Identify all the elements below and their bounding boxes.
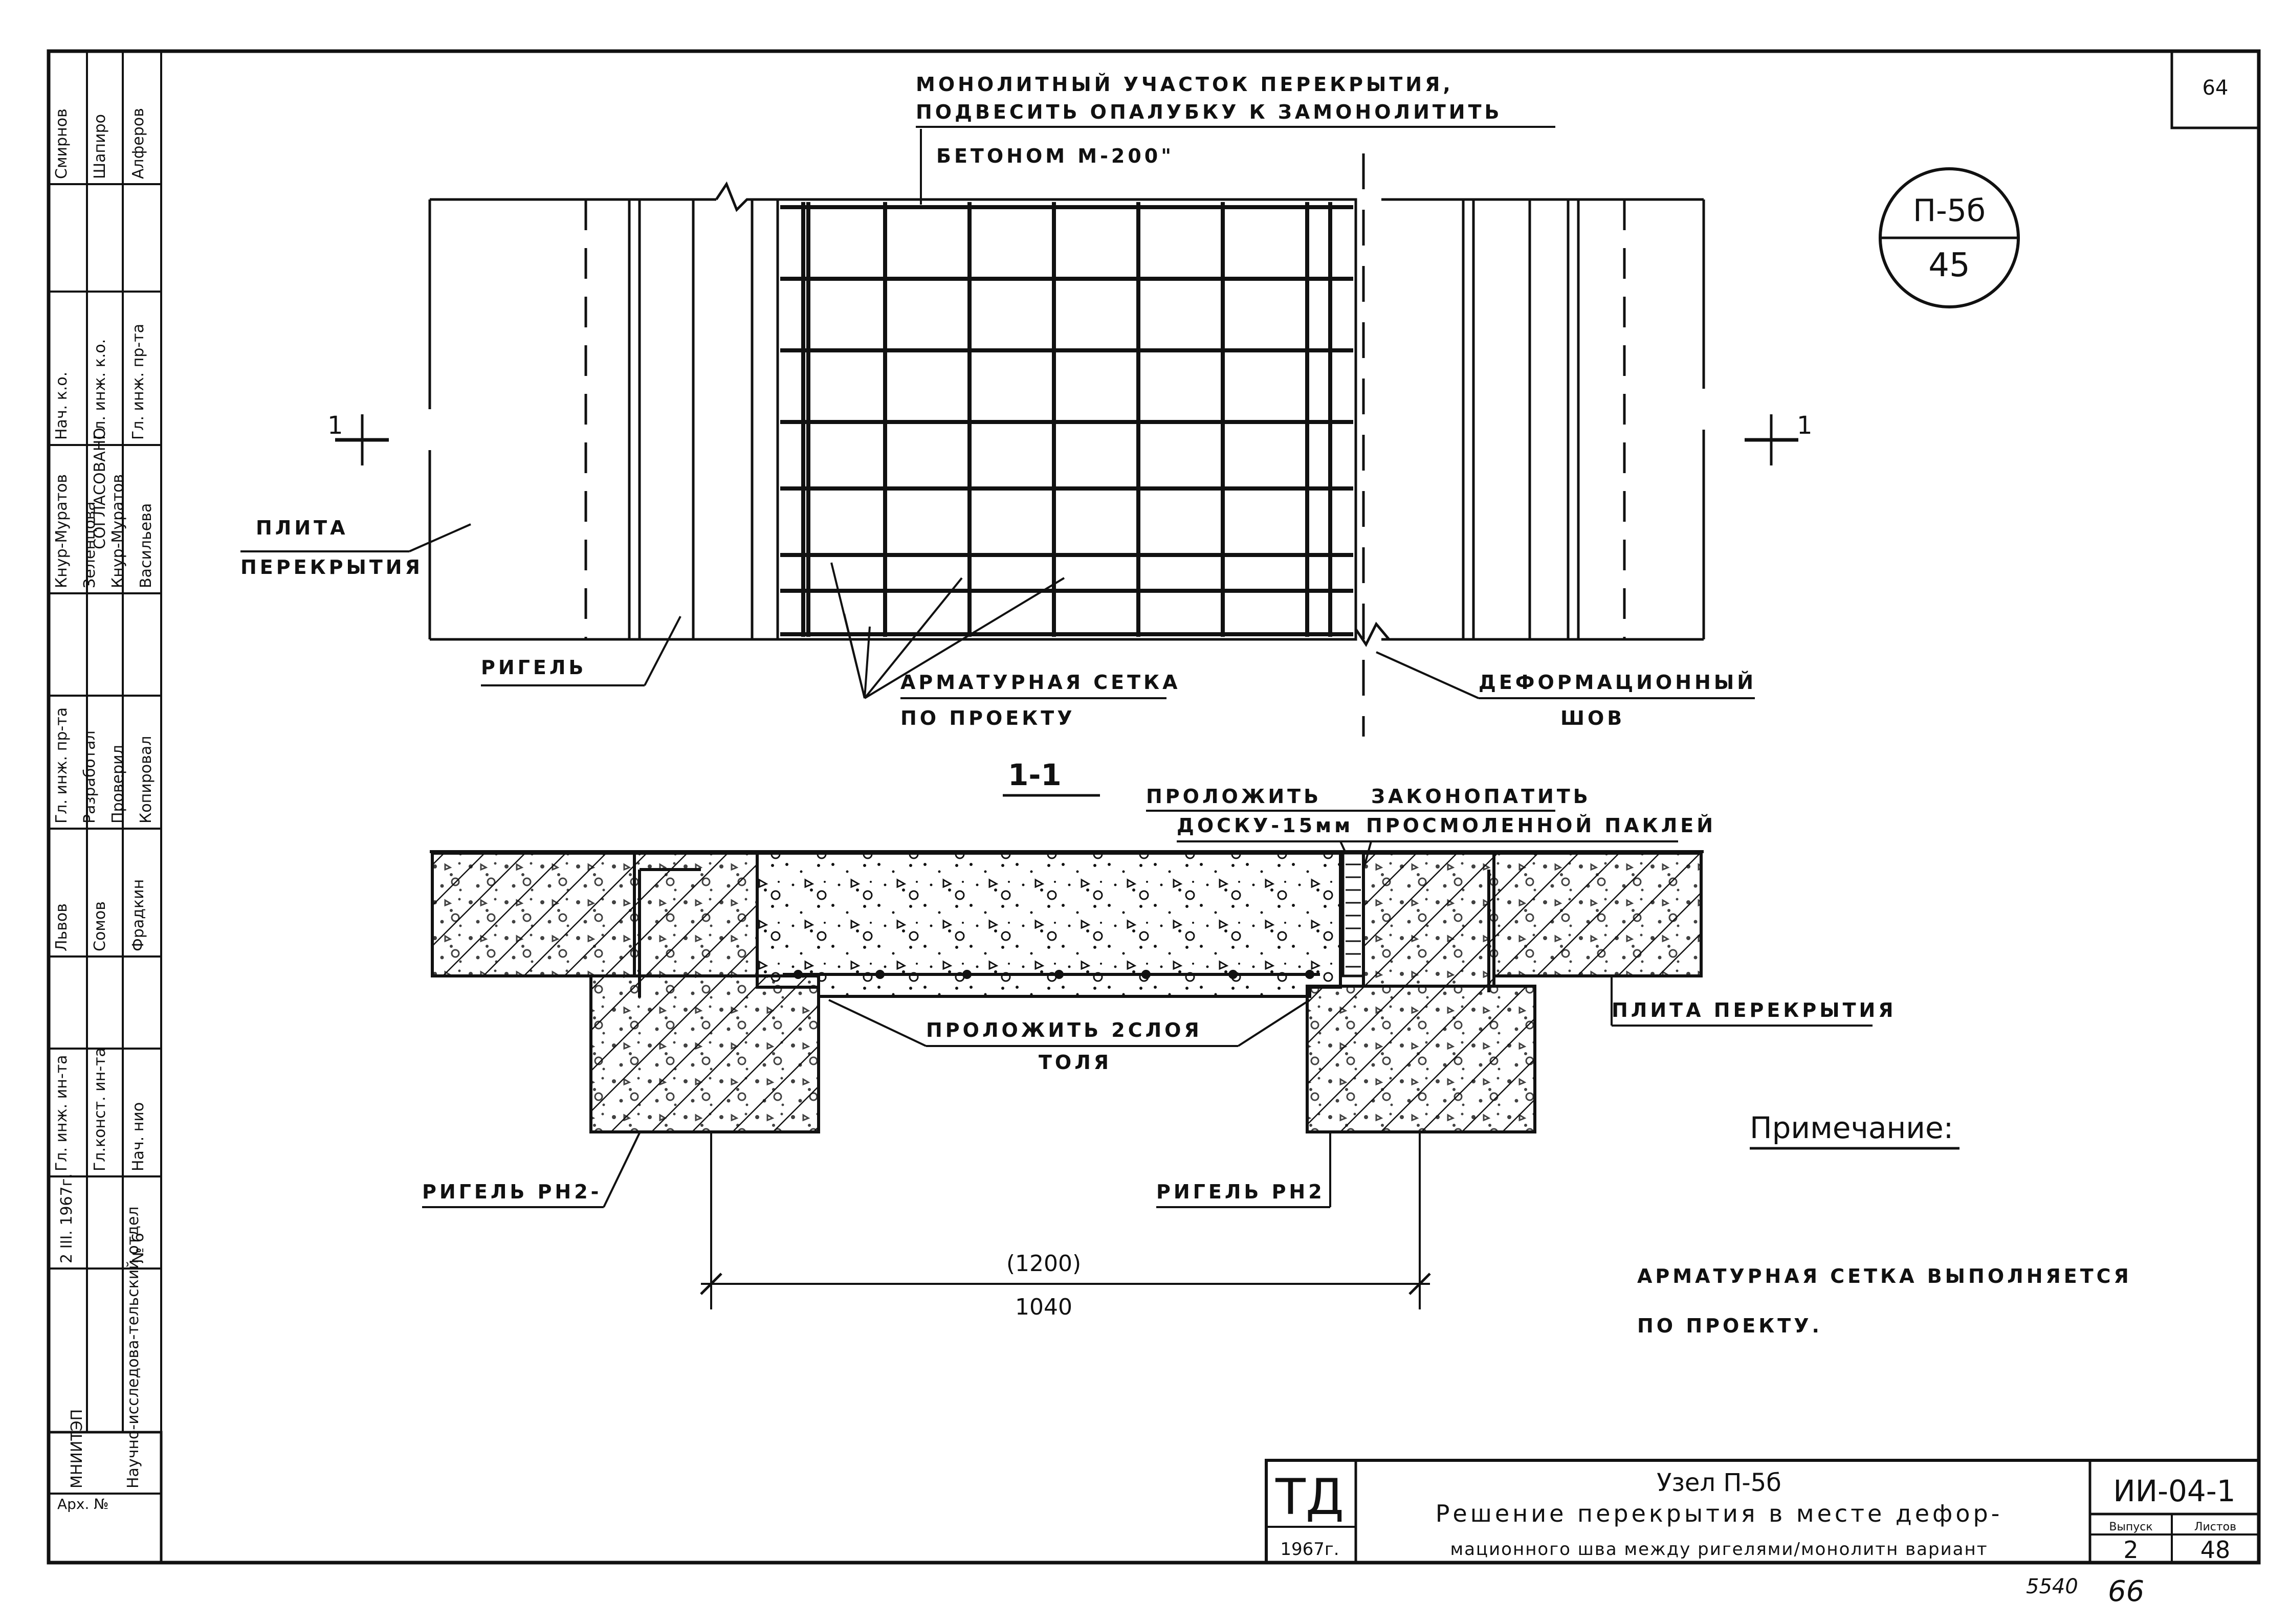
plan-joint-1: ДЕФОРМАЦИОННЫЙ	[1479, 671, 1756, 694]
title-issue: 2	[2123, 1536, 2138, 1564]
title-block: ТД 1967г. Узел П-5б Решение перекрытия в…	[1265, 1459, 2260, 1608]
title-sheet-label: Листов	[2194, 1521, 2236, 1533]
stamp-name-8: Львов	[53, 903, 71, 951]
stamp-arch: Арх. №	[57, 1496, 108, 1512]
node-mark-top: П-5б	[1913, 193, 1986, 229]
section-title: 1-1	[1008, 758, 1062, 792]
section-tar-2: ТОЛЯ	[1039, 1051, 1112, 1074]
monolithic-panel	[776, 198, 1357, 641]
sheet-number: 64	[2203, 76, 2229, 100]
stamp-year: 2 III. 1967г.	[58, 1173, 76, 1263]
sheet-number-box	[2170, 50, 2260, 129]
stamp-role-6: Проверил	[109, 745, 127, 824]
stamp-no: № 6	[129, 1233, 147, 1263]
plan-callout-1: МОНОЛИТНЫЙ УЧАСТОК ПЕРЕКРЫТИЯ,	[916, 73, 1454, 96]
title-code: ИИ-04-1	[2113, 1474, 2235, 1508]
section-mark-left: 1	[327, 411, 343, 440]
dimension-main: 1040	[1015, 1294, 1072, 1320]
section-board-1: ПРОЛОЖИТЬ	[1146, 785, 1322, 808]
stamp-name-7: Васильева	[137, 503, 155, 588]
dimension-alt: (1200)	[1006, 1251, 1081, 1277]
section-mark-right: 1	[1797, 411, 1813, 440]
title-sheet: 48	[2200, 1536, 2231, 1564]
title-issue-label: Выпуск	[2109, 1521, 2152, 1533]
stamp-name-9: Сомов	[91, 901, 109, 951]
plan-callout-3: БЕТОНОМ М-200"	[936, 145, 1174, 167]
section-view: 1-1 ПРОЛОЖИТЬ ДОСКУ-15мм ЗАКОНОПАТИТЬ ПР…	[422, 758, 1897, 1320]
stamp-role-9: Гл.конст. ин-та	[91, 1048, 109, 1171]
plan-slab-1: ПЛИТА	[256, 517, 348, 539]
stamp-name-2: Шапиро	[91, 114, 109, 179]
stamp-name-10: Фрадкин	[129, 879, 147, 951]
section-beam-left: РИГЕЛЬ РН2-	[422, 1181, 602, 1203]
section-board-2: ДОСКУ-15мм	[1177, 814, 1353, 837]
note-title: Примечание:	[1750, 1110, 1953, 1145]
note-line-1: АРМАТУРНАЯ СЕТКА ВЫПОЛНЯЕТСЯ	[1637, 1265, 2132, 1287]
note: Примечание: АРМАТУРНАЯ СЕТКА ВЫПОЛНЯЕТСЯ…	[1637, 1110, 2132, 1337]
stamp-role-5: Разработал	[81, 730, 99, 824]
stamp-institute: МНИИТЭП	[68, 1409, 86, 1488]
plan-mesh-2: ПО ПРОЕКТУ	[900, 707, 1075, 729]
title-line-1: Решение перекрытия в месте дефор-	[1436, 1500, 2003, 1527]
plan-beam: РИГЕЛЬ	[481, 656, 586, 679]
stamp-name-1: Смирнов	[53, 108, 71, 179]
stamp-role-8: Гл. инж. ин-та	[53, 1055, 71, 1171]
sheet-frame	[47, 49, 2261, 1565]
title-year: 1967г.	[1280, 1539, 1339, 1560]
stamp-agreed: СОГЛАСОВАНО	[91, 428, 109, 549]
stamp-role-2: Гл. инж. к.о.	[91, 339, 109, 440]
node-mark-bottom: 45	[1928, 247, 1970, 284]
stamp-name-5: Зеленцова	[81, 501, 99, 588]
title-node: Узел П-5б	[1657, 1469, 1781, 1497]
stamp-role-1: Нач. к.о.	[53, 372, 71, 440]
plan-view: МОНОЛИТНЫЙ УЧАСТОК ПЕРЕКРЫТИЯ, ПОДВЕСИТЬ…	[240, 73, 1813, 737]
section-slab: ПЛИТА ПЕРЕКРЫТИЯ	[1612, 999, 1897, 1021]
node-mark: П-5б 45	[1879, 167, 2020, 308]
section-tar-1: ПРОЛОЖИТЬ 2СЛОЯ	[926, 1019, 1202, 1041]
stamp-name-4: Кнур-Муратов	[53, 474, 71, 588]
footer-number-b: 66	[2108, 1575, 2144, 1608]
plan-joint-2: ШОВ	[1560, 707, 1625, 729]
stamp-role-10: Нач. нио	[129, 1102, 147, 1171]
stamp-dept: Научно-исследова-тельский отдел	[124, 1207, 142, 1488]
plan-mesh-1: АРМАТУРНАЯ СЕТКА	[900, 671, 1181, 694]
plan-slab-2: ПЕРЕКРЫТИЯ	[240, 556, 423, 579]
stamp-name-6: Кнур-Муратов	[109, 474, 127, 588]
title-line-2: мационного шва между ригелями/монолитн в…	[1450, 1539, 1988, 1560]
section-caulk-1: ЗАКОНОПАТИТЬ	[1371, 785, 1591, 808]
stamp-name-3: Алферов	[129, 108, 147, 179]
left-stamp: Смирнов Шапиро Алферов Нач. к.о. Гл. инж…	[47, 51, 163, 1564]
section-beam-right: РИГЕЛЬ РН2	[1156, 1181, 1325, 1203]
footer-number-a: 5540	[2026, 1575, 2078, 1598]
stamp-role-7: Копировал	[137, 736, 155, 824]
note-line-2: ПО ПРОЕКТУ.	[1637, 1315, 1822, 1337]
section-caulk-2: ПРОСМОЛЕННОЙ ПАКЛЕЙ	[1366, 814, 1716, 837]
title-td: ТД	[1275, 1469, 1344, 1526]
stamp-role-3: Гл. инж. пр-та	[129, 324, 147, 440]
stamp-role-4: Гл. инж. пр-та	[53, 707, 71, 824]
plan-callout-2: ПОДВЕСИТЬ ОПАЛУБКУ К ЗАМОНОЛИТИТЬ	[916, 101, 1503, 123]
reinforcement-mesh	[780, 202, 1353, 637]
